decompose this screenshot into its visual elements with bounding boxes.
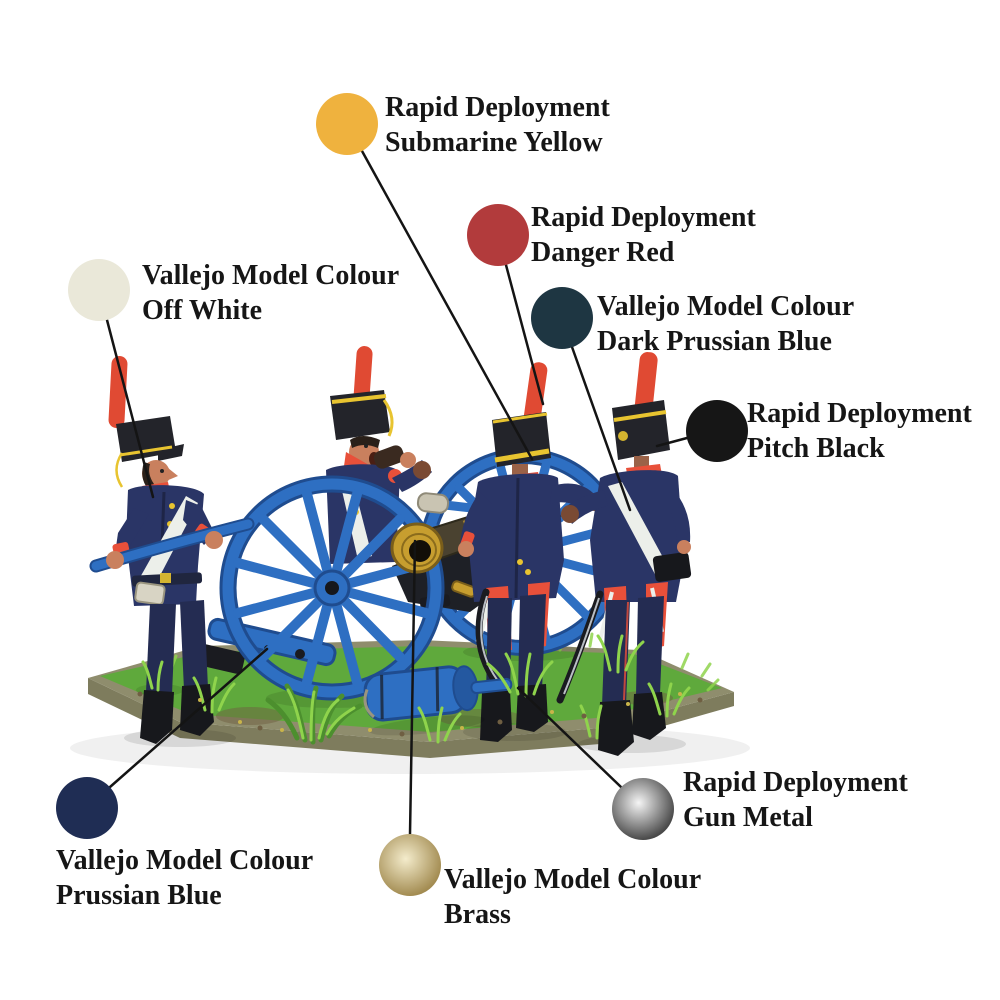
swatch-danger-red <box>467 204 529 266</box>
grass-tufts <box>137 634 703 745</box>
callout-label-submarine-yellow: Rapid Deployment Submarine Yellow <box>385 90 610 160</box>
paint-brand: Vallejo Model Colour <box>56 845 314 876</box>
paint-brand: Vallejo Model Colour <box>444 864 702 895</box>
paint-name: Prussian Blue <box>56 880 222 911</box>
paint-brand: Rapid Deployment <box>385 92 610 123</box>
soldier-3 <box>458 362 604 742</box>
paint-brand: Rapid Deployment <box>747 398 972 429</box>
swatch-dark-prussian-blue <box>531 287 593 349</box>
callout-line-brass <box>408 539 417 836</box>
gun-muzzle <box>390 522 444 574</box>
paint-name: Off White <box>142 295 263 326</box>
soldier-4 <box>556 352 692 756</box>
callout-label-prussian-blue: Vallejo Model Colour Prussian Blue <box>56 843 313 913</box>
callout-line-pitch-black <box>655 436 689 448</box>
callout-line-gun-metal <box>516 686 623 789</box>
paint-name: Brass <box>444 899 511 930</box>
paint-name: Dark Prussian Blue <box>597 326 832 357</box>
callout-line-prussian-blue <box>108 647 269 789</box>
swatch-pitch-black <box>686 400 748 462</box>
callout-lines <box>105 149 689 836</box>
paint-name: Pitch Black <box>747 433 885 464</box>
callout-label-danger-red: Rapid Deployment Danger Red <box>531 200 756 270</box>
paint-brand: Rapid Deployment <box>531 202 756 233</box>
swatch-submarine-yellow <box>316 93 378 155</box>
callout-line-danger-red <box>504 263 545 406</box>
swatch-off-white <box>68 259 130 321</box>
paint-brand: Rapid Deployment <box>683 767 908 798</box>
swatch-brass <box>379 834 441 896</box>
paint-name: Gun Metal <box>683 802 813 833</box>
callout-label-brass: Vallejo Model Colour Brass <box>444 862 701 932</box>
swatch-gun-metal <box>612 778 674 840</box>
swatch-prussian-blue <box>56 777 118 839</box>
callout-label-off-white: Vallejo Model Colour Off White <box>142 258 399 328</box>
callout-line-submarine-yellow <box>360 149 534 461</box>
callout-line-dark-prussian-blue <box>570 345 632 512</box>
callout-label-dark-prussian-blue: Vallejo Model Colour Dark Prussian Blue <box>597 289 854 359</box>
paint-brand: Vallejo Model Colour <box>597 291 855 322</box>
callout-line-off-white <box>105 318 155 499</box>
paint-name: Submarine Yellow <box>385 127 603 158</box>
paint-brand: Vallejo Model Colour <box>142 260 400 291</box>
paint-name: Danger Red <box>531 237 675 268</box>
callout-label-pitch-black: Rapid Deployment Pitch Black <box>747 396 972 466</box>
callout-label-gun-metal: Rapid Deployment Gun Metal <box>683 765 908 835</box>
